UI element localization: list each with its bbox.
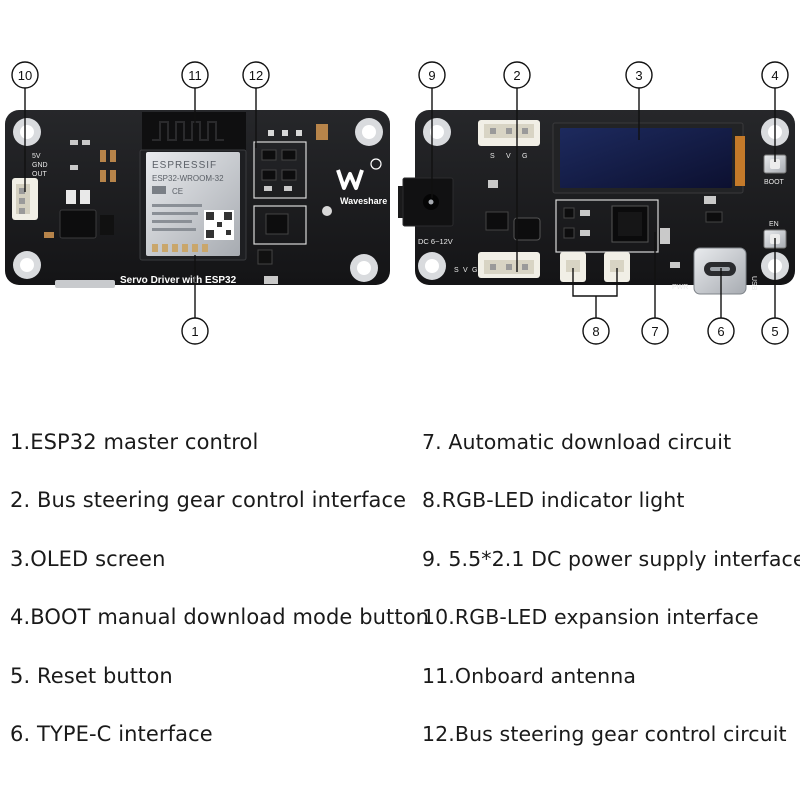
svg-text:5: 5 xyxy=(771,324,778,339)
rgb-expansion-connector xyxy=(12,178,38,220)
servo-top-s: S xyxy=(490,153,495,160)
legend-item-4: 4.BOOT manual download mode button xyxy=(10,605,430,629)
en-label: EN xyxy=(769,221,779,228)
mount-hole-back-tl xyxy=(423,118,451,146)
module-brand: ESPRESSIF xyxy=(152,160,217,171)
servo-connector-bottom xyxy=(478,252,540,278)
callout-badges: 10 11 12 1 9 2 3 4 xyxy=(11,61,789,345)
rgb-led-left xyxy=(560,252,586,282)
mount-hole-front-tr xyxy=(355,118,383,146)
callout-9: 9 xyxy=(418,61,446,89)
power-components xyxy=(44,140,116,288)
pin-label-out: OUT xyxy=(32,171,48,178)
servo-control-circuit xyxy=(253,124,328,284)
usb-label: USB xyxy=(750,276,757,291)
board-back: DC 6~12V S V G S V G xyxy=(398,110,795,295)
antenna-area xyxy=(142,112,246,150)
board-title-text: Servo Driver with ESP32 xyxy=(120,275,237,286)
svg-text:7: 7 xyxy=(651,324,658,339)
svg-text:9: 9 xyxy=(428,68,435,83)
mount-hole-front-tl xyxy=(13,118,41,146)
svg-text:3: 3 xyxy=(635,68,642,83)
legend-item-2: 2. Bus steering gear control interface xyxy=(10,488,407,512)
svg-text:2: 2 xyxy=(513,68,520,83)
module-qr-code xyxy=(204,210,234,240)
mount-hole-back-bl xyxy=(418,252,446,280)
callout-3: 3 xyxy=(625,61,653,89)
waveshare-logo: Waveshare xyxy=(322,158,387,216)
callout-4: 4 xyxy=(761,61,789,89)
callout-5: 5 xyxy=(761,317,789,345)
servo-connector-top xyxy=(478,120,540,146)
callout-lines xyxy=(24,88,776,318)
usb-c-port xyxy=(693,247,747,295)
callout-1: 1 xyxy=(181,317,209,345)
board-front: 5V GND OUT ESPRESSIF ESP32-WROOM-3 xyxy=(5,110,390,288)
esp32-module: ESPRESSIF ESP32-WROOM-32 CE xyxy=(139,112,247,261)
component-legend: 1.ESP32 master control 2. Bus steering g… xyxy=(0,400,800,800)
dc-range-label: DC 6~12V xyxy=(418,237,453,246)
svg-text:1: 1 xyxy=(191,324,198,339)
legend-item-12: 12.Bus steering gear control circuit xyxy=(422,722,787,746)
mount-hole-front-br xyxy=(350,254,378,282)
board-diagram: 5V GND OUT ESPRESSIF ESP32-WROOM-3 xyxy=(5,61,795,345)
legend-item-3: 3.OLED screen xyxy=(10,547,166,571)
legend-item-9: 9. 5.5*2.1 DC power supply interface xyxy=(422,547,800,571)
callout-2: 2 xyxy=(503,61,531,89)
servo-bottom-v: V xyxy=(463,267,468,274)
servo-bottom-g: G xyxy=(472,267,477,274)
legend-item-10: 10.RGB-LED expansion interface xyxy=(422,605,759,629)
svg-text:12: 12 xyxy=(249,68,263,83)
auto-download-circuit xyxy=(555,199,659,253)
callout-12: 12 xyxy=(242,61,270,89)
boot-label: BOOT xyxy=(764,179,785,186)
legend-item-6: 6. TYPE-C interface xyxy=(10,722,213,746)
pwr-label: PWR xyxy=(672,284,688,291)
callout-8: 8 xyxy=(582,317,610,345)
pin-label-gnd: GND xyxy=(32,162,48,169)
waveshare-logo-text: Waveshare xyxy=(340,196,387,206)
back-misc-components xyxy=(485,180,723,268)
svg-text:6: 6 xyxy=(717,324,724,339)
callout-11: 11 xyxy=(181,61,209,89)
legend-item-8: 8.RGB-LED indicator light xyxy=(422,488,685,512)
svg-text:11: 11 xyxy=(188,68,202,83)
svg-text:8: 8 xyxy=(592,324,599,339)
servo-bottom-s: S xyxy=(454,267,459,274)
servo-top-v: V xyxy=(506,153,511,160)
legend-item-5: 5. Reset button xyxy=(10,664,173,688)
rgb-led-right xyxy=(604,252,630,282)
callout-6: 6 xyxy=(707,317,735,345)
callout-10: 10 xyxy=(11,61,39,89)
servo-top-g: G xyxy=(522,153,527,160)
pin-label-5v: 5V xyxy=(32,153,41,160)
callout-7: 7 xyxy=(641,317,669,345)
legend-item-11: 11.Onboard antenna xyxy=(422,664,636,688)
mount-hole-front-bl xyxy=(13,251,41,279)
oled-screen xyxy=(552,122,745,194)
module-ce: CE xyxy=(172,187,183,196)
svg-text:10: 10 xyxy=(18,68,32,83)
legend-item-1: 1.ESP32 master control xyxy=(10,430,259,454)
legend-item-7: 7. Automatic download circuit xyxy=(422,430,732,454)
module-model: ESP32-WROOM-32 xyxy=(152,174,224,183)
svg-text:4: 4 xyxy=(771,68,778,83)
